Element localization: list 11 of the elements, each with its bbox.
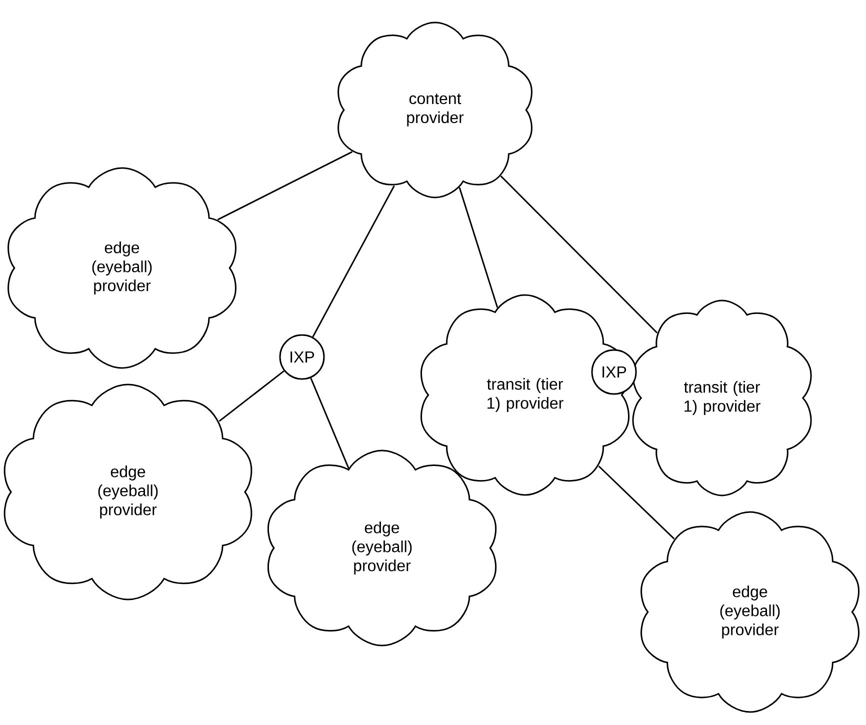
connector-line — [500, 176, 658, 334]
cloud-node: content provider — [338, 22, 532, 198]
cloud-node: edge (eyeball) provider — [267, 450, 497, 646]
connector-line — [598, 466, 675, 540]
connector-line — [312, 185, 395, 338]
connector-line — [217, 151, 353, 220]
cloud-node: transit (tier 1) provider — [632, 300, 812, 496]
connector-line — [218, 370, 284, 422]
cloud-node: edge (eyeball) provider — [4, 384, 252, 600]
cloud-node: edge (eyeball) provider — [8, 167, 236, 369]
cloud-node: edge (eyeball) provider — [640, 511, 860, 713]
